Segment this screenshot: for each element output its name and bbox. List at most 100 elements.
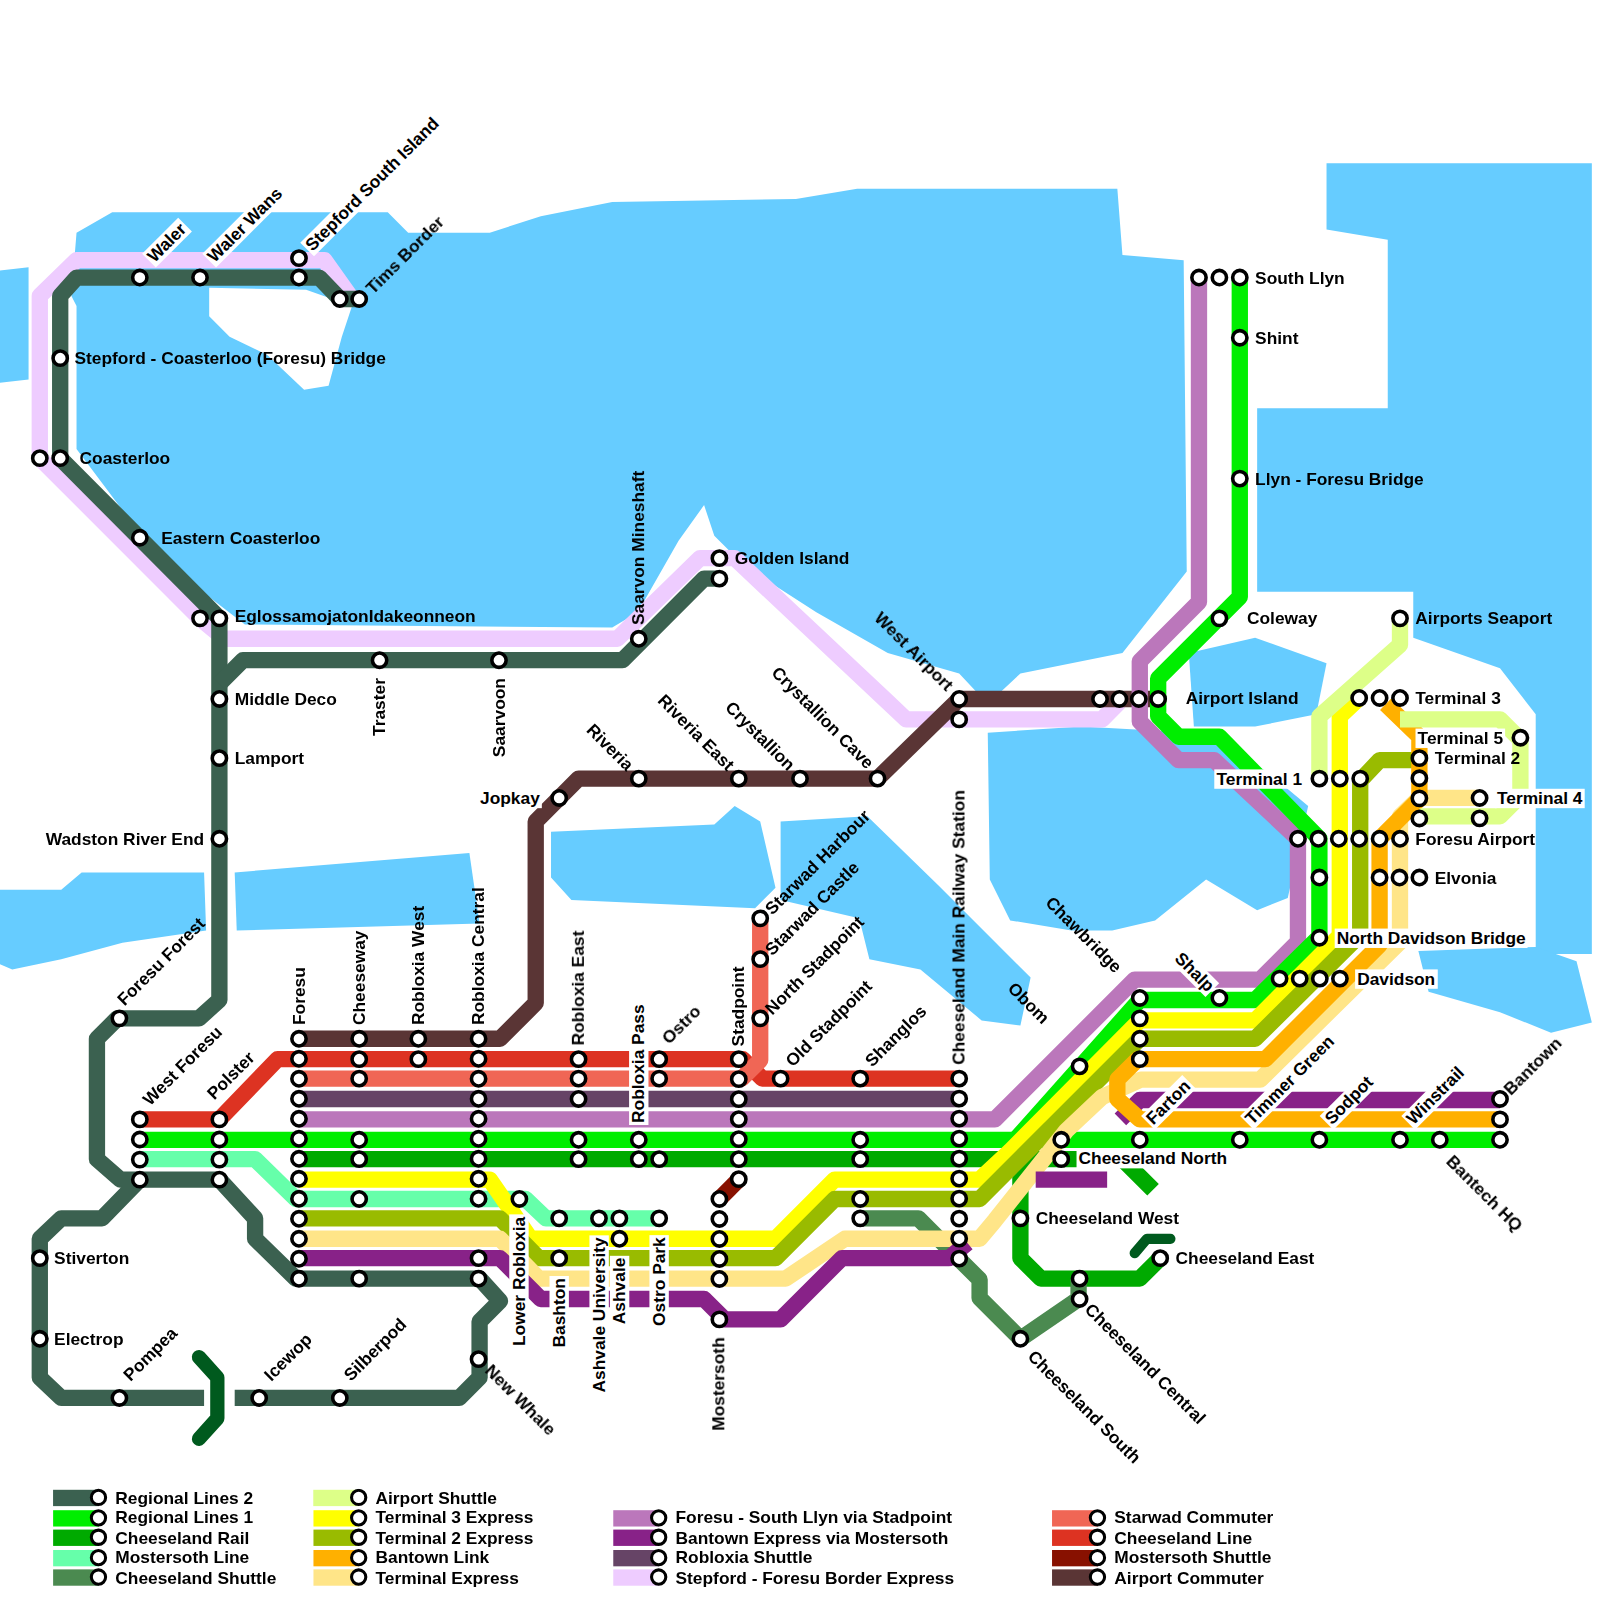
station-label: Airport Island	[1186, 688, 1299, 707]
legend-swatch	[1052, 1530, 1098, 1546]
station-label: Silberpod	[340, 1314, 410, 1384]
station-marker	[1312, 931, 1326, 945]
station-label: Llyn - Foresu Bridge	[1255, 469, 1424, 488]
station-marker	[732, 1112, 746, 1126]
station-marker	[650, 1548, 667, 1565]
station-marker	[90, 1548, 107, 1565]
station-marker	[1472, 811, 1486, 825]
station-marker	[952, 1171, 966, 1185]
station-marker	[552, 1251, 566, 1265]
station-marker	[411, 1052, 425, 1066]
station-marker	[1212, 611, 1226, 625]
station-label: Cheeseland Central	[1081, 1299, 1209, 1427]
station-label: Golden Island	[735, 548, 850, 567]
station-marker	[292, 1252, 306, 1266]
station-label: Saarvoon	[489, 678, 508, 757]
station-marker	[732, 1052, 746, 1066]
station-marker	[853, 1071, 867, 1085]
station-marker	[1133, 1052, 1147, 1066]
legend-swatch	[53, 1490, 99, 1506]
station-marker	[133, 1112, 147, 1126]
station-marker	[1372, 832, 1386, 846]
station-label: Ashvale	[610, 1255, 629, 1326]
station-marker	[732, 1092, 746, 1106]
legend-label: Mostersoth Shuttle	[1114, 1548, 1271, 1567]
station-marker	[350, 1489, 367, 1506]
station-marker	[212, 1152, 226, 1166]
station-marker	[471, 1352, 485, 1366]
station-marker	[712, 1212, 726, 1226]
rail-line	[1319, 618, 1400, 778]
station-label: Ostro Park	[649, 1235, 668, 1328]
station-marker	[952, 1091, 966, 1105]
station-marker	[90, 1529, 107, 1546]
legend-label: Foresu - South Llyn via Stadpoint	[676, 1508, 953, 1527]
station-label: Bantech HQ	[1442, 1151, 1526, 1235]
station-marker	[652, 1211, 666, 1225]
station-label: Stiverton	[54, 1248, 129, 1267]
station-marker	[471, 1092, 485, 1106]
station-marker	[212, 751, 226, 765]
station-marker	[471, 1271, 485, 1285]
station-label: Coasterloo	[80, 448, 171, 467]
station-label: Cheeseway	[349, 930, 368, 1025]
station-marker	[712, 1252, 726, 1266]
legend-swatch	[313, 1569, 359, 1585]
station-marker	[1313, 971, 1327, 985]
station-label: Stepford - Coasterloo (Foresu) Bridge	[74, 348, 385, 367]
station-label: Cheeseland East	[1176, 1248, 1315, 1267]
legend-swatch	[613, 1549, 659, 1565]
station-label: Robloxia East	[569, 930, 588, 1045]
legend-label: Bantown Link	[376, 1548, 490, 1567]
legend-label: Cheeseland Line	[1114, 1528, 1252, 1547]
station-marker	[512, 1192, 526, 1206]
station-marker	[1433, 1133, 1447, 1147]
station-marker	[292, 1172, 306, 1186]
station-marker	[212, 1173, 226, 1187]
station-marker	[292, 1272, 306, 1286]
station-marker	[212, 692, 226, 706]
station-marker	[1312, 870, 1326, 884]
station-marker	[1233, 270, 1247, 284]
station-marker	[952, 712, 966, 726]
legend-swatch	[313, 1510, 359, 1526]
rail-line	[40, 260, 1120, 719]
station-marker	[112, 1391, 126, 1405]
station-label: Saarvon Mineshaft	[629, 470, 648, 624]
legend-swatch	[1052, 1549, 1098, 1565]
station-marker	[1089, 1529, 1106, 1546]
station-marker	[1372, 870, 1386, 884]
station-marker	[350, 1509, 367, 1526]
legend-label: Mostersoth Line	[115, 1548, 249, 1567]
station-marker	[952, 1231, 966, 1245]
station-marker	[193, 611, 207, 625]
station-marker	[1013, 1332, 1027, 1346]
station-label: Riveria	[583, 720, 638, 775]
station-label: Middle Deco	[235, 689, 337, 708]
legend-label: Terminal 3 Express	[376, 1508, 534, 1527]
station-label: Ostro	[658, 1001, 704, 1047]
station-label: Bashton	[549, 1276, 568, 1349]
station-label: Electrop	[54, 1329, 123, 1348]
station-marker	[1353, 771, 1367, 785]
station-marker	[292, 1092, 306, 1106]
legend-swatch	[1052, 1569, 1098, 1585]
station-marker	[411, 1032, 425, 1046]
station-marker	[1151, 692, 1165, 706]
legend-swatch	[53, 1510, 99, 1526]
station-marker	[732, 1132, 746, 1146]
station-marker	[352, 1271, 366, 1285]
station-marker	[773, 1071, 787, 1085]
station-marker	[350, 1529, 367, 1546]
station-marker	[612, 1211, 626, 1225]
rail-line	[40, 1180, 204, 1398]
station-marker	[1352, 691, 1366, 705]
station-marker	[90, 1509, 107, 1526]
legend-swatch	[53, 1569, 99, 1585]
station-marker	[1393, 1133, 1407, 1147]
station-marker	[212, 1132, 226, 1146]
station-label: New Whale	[481, 1360, 559, 1438]
legend-label: Regional Lines 1	[115, 1508, 253, 1527]
station-marker	[352, 1133, 366, 1147]
station-marker	[652, 1152, 666, 1166]
